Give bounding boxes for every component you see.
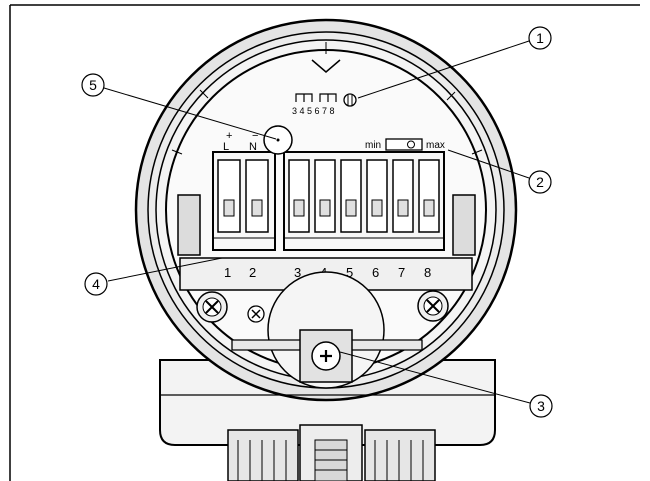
terminal-block-power — [212, 151, 276, 251]
label-l: L — [223, 141, 229, 153]
label-plus: + — [226, 130, 232, 142]
leader-1 — [357, 40, 530, 99]
leader-2 — [447, 149, 530, 179]
jumper-labels: 3 4 5 6 7 8 — [292, 106, 335, 116]
switch-label-min: min — [365, 140, 381, 151]
terminal-block-signal — [283, 151, 445, 251]
switch-label-max: max — [426, 140, 445, 151]
jumper-symbol-1 — [295, 93, 313, 102]
terminal-number-7: 7 — [398, 265, 405, 280]
screw-small — [247, 305, 265, 323]
latch-left — [177, 194, 201, 256]
potentiometer-dot — [276, 138, 280, 142]
leader-4 — [107, 257, 223, 282]
terminal-number-6: 6 — [372, 265, 379, 280]
min-max-switch — [385, 138, 423, 151]
terminal-number-8: 8 — [424, 265, 431, 280]
cable-gland-left — [227, 429, 299, 481]
callout-1-label: 1 — [536, 30, 544, 46]
jumper-symbol-2 — [319, 93, 337, 102]
leader-3 — [339, 351, 531, 404]
terminal-number-2: 2 — [249, 265, 256, 280]
ring-ticks — [171, 42, 483, 155]
screw-left — [196, 291, 228, 323]
callout-1: 1 — [528, 26, 552, 50]
label-minus: − — [252, 130, 258, 142]
terminal-number-1: 1 — [224, 265, 231, 280]
ground-lug-bottom — [299, 424, 363, 481]
callout-5-label: 5 — [89, 77, 97, 93]
terminal-number-5: 5 — [346, 265, 353, 280]
min-max-switch-knob — [407, 140, 415, 149]
screw-right — [417, 290, 449, 322]
latch-right — [452, 194, 476, 256]
ground-terminal — [299, 329, 353, 383]
top-notch — [311, 59, 341, 73]
callout-3: 3 — [529, 394, 553, 418]
callout-2: 2 — [528, 170, 552, 194]
callout-4-label: 4 — [92, 276, 100, 292]
callout-4: 4 — [84, 272, 108, 296]
indicator-symbol — [343, 93, 357, 107]
terminal-number-3: 3 — [294, 265, 301, 280]
leader-5 — [103, 87, 277, 140]
label-n: N — [249, 141, 257, 153]
callout-2-label: 2 — [536, 174, 544, 190]
callout-5: 5 — [81, 73, 105, 97]
callout-3-label: 3 — [537, 398, 545, 414]
cable-gland-right — [364, 429, 436, 481]
